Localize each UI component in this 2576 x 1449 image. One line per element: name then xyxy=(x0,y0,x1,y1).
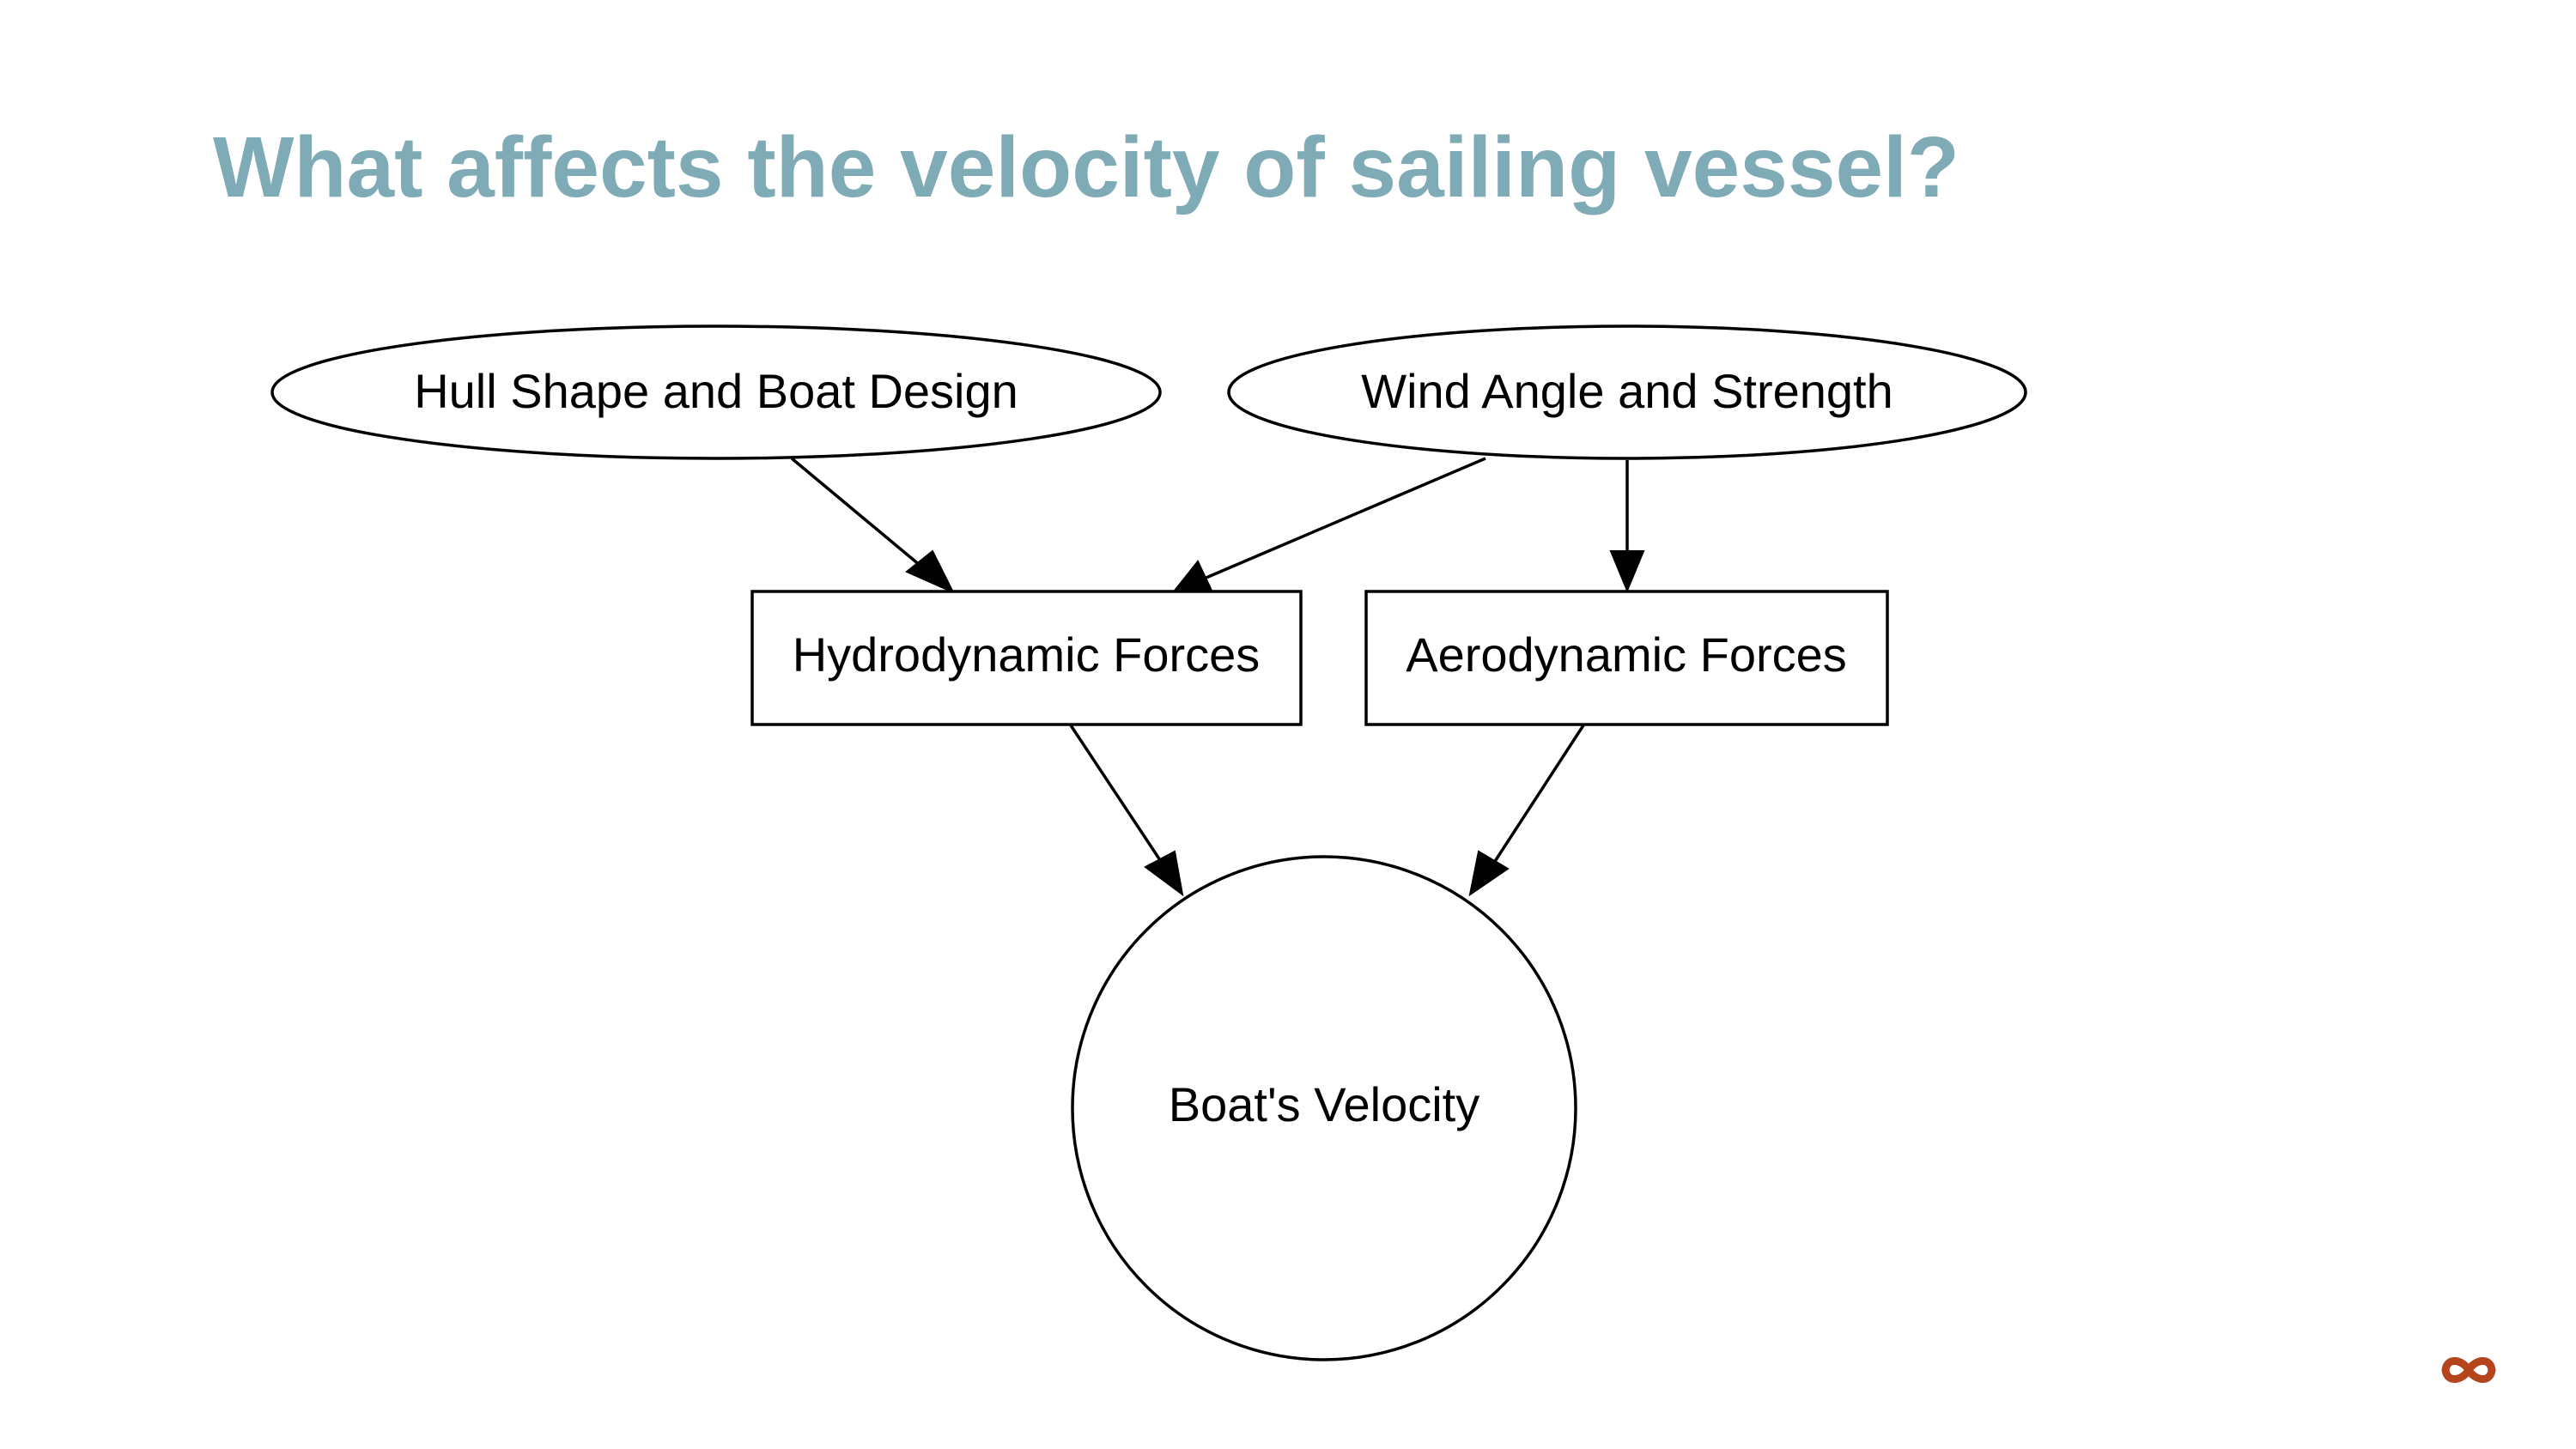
node-hydrodynamic-forces: Hydrodynamic Forces xyxy=(750,590,1303,726)
node-boats-velocity: Boat's Velocity xyxy=(1071,855,1577,1361)
edge-aero-to-velocity xyxy=(1468,724,1585,897)
node-wind-angle-and-strength: Wind Angle and Strength xyxy=(1227,324,2027,460)
edge-wind-to-hydro xyxy=(1173,457,1486,594)
node-aerodynamic-forces: Aerodynamic Forces xyxy=(1364,590,1889,726)
node-label: Boat's Velocity xyxy=(1169,1077,1479,1131)
edge-hydro-to-velocity xyxy=(1069,724,1184,897)
node-label: Wind Angle and Strength xyxy=(1361,364,1893,418)
node-label: Hull Shape and Boat Design xyxy=(414,364,1018,418)
node-hull-shape-and-boat-design: Hull Shape and Boat Design xyxy=(270,324,1162,460)
slide-title: What affects the velocity of sailing ves… xyxy=(213,119,1959,215)
edge-wind-to-aero xyxy=(1609,460,1645,593)
node-label: Aerodynamic Forces xyxy=(1406,627,1847,682)
edge-hull-to-hydro xyxy=(790,457,956,595)
infinity-icon xyxy=(2441,1357,2496,1383)
node-label: Hydrodynamic Forces xyxy=(793,627,1261,682)
